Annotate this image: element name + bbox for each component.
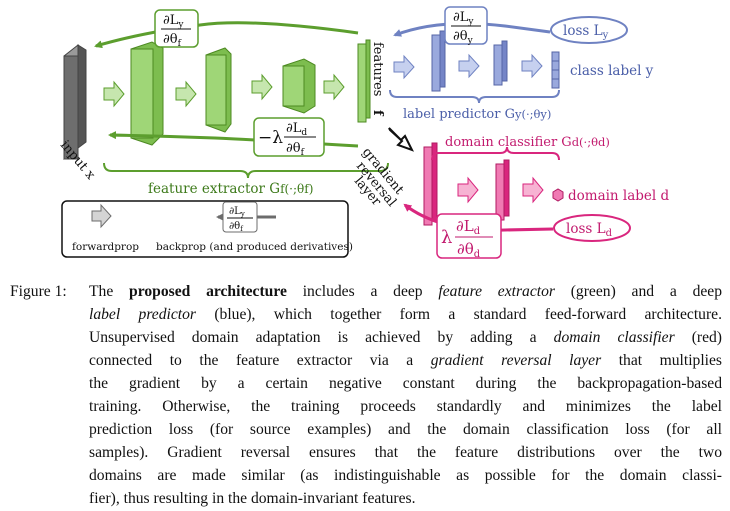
- loss-d-label: loss Ld: [566, 221, 613, 239]
- legend: forwardprop ∂Ly ∂θf backprop (and produc…: [61, 200, 353, 258]
- lp-brace: [389, 89, 560, 104]
- caption-line: fier), thus resulting in the domain-inva…: [89, 490, 416, 507]
- input-layer: [63, 43, 87, 161]
- lp-block-1: [431, 34, 441, 92]
- legend-backprop-label: backprop (and produced derivatives): [156, 241, 353, 253]
- caption-line: prediction loss (for source examples) an…: [89, 421, 722, 438]
- lp-forward-arrows: [393, 53, 543, 80]
- svg-text:∂Ld: ∂Ld: [286, 121, 307, 138]
- deriv-ly-thetaf: ∂Ly ∂θf: [154, 9, 199, 49]
- fe-label: feature extractor Gf(·;θf): [148, 181, 313, 197]
- architecture-diagram: input x features f feature extractor Gf(…: [57, 6, 670, 260]
- svg-text:∂θf: ∂θf: [229, 221, 244, 233]
- legend-forward-icon: [91, 203, 112, 229]
- svg-text:∂θd: ∂θd: [457, 240, 481, 260]
- dc-block-1: [423, 146, 433, 226]
- deriv-neglambda-ld-thetaf: −λ ∂Ld ∂θf: [253, 117, 325, 158]
- dc-brace: [431, 146, 560, 161]
- svg-text:∂θy: ∂θy: [453, 29, 474, 46]
- caption-line: domains are made similar (as indistingui…: [89, 467, 722, 484]
- fe-forward-arrows: [103, 73, 345, 108]
- features-label: features: [370, 42, 385, 96]
- label-predictor-blocks: [431, 30, 560, 92]
- dc-block-2: [495, 163, 505, 221]
- dc-label: domain classifier Gd(·;θd): [445, 135, 610, 150]
- svg-text:∂θf: ∂θf: [286, 141, 305, 158]
- domain-classifier-blocks: [423, 142, 564, 226]
- grl-arrow: [388, 127, 415, 152]
- caption-line: Unsupervised domain adaptation is achiev…: [89, 329, 723, 346]
- legend-forward-label: forwardprop: [72, 241, 139, 253]
- feature-vector: [357, 43, 367, 123]
- deriv-lambda-ld-thetad: λ ∂Ld ∂θd: [436, 213, 502, 260]
- svg-text:∂Ly: ∂Ly: [229, 206, 245, 218]
- lp-block-2: [493, 44, 503, 86]
- svg-text:∂Ld: ∂Ld: [456, 217, 481, 237]
- caption-line: connected to the feature extractor via a…: [89, 352, 722, 369]
- caption-line: The proposed architecture includes a dee…: [89, 283, 723, 300]
- deriv-ly-thetay: ∂Ly ∂θy: [444, 6, 488, 46]
- svg-text:∂θf: ∂θf: [163, 32, 182, 49]
- caption-line: samples). Gradient reversal ensures that…: [89, 444, 722, 461]
- dc-output: [552, 188, 564, 202]
- class-label: class label y: [570, 63, 654, 79]
- caption-label: Figure 1:: [10, 283, 67, 300]
- caption-line: the gradient by a certain negative const…: [89, 375, 722, 392]
- loss-d-ellipse: [553, 214, 631, 242]
- svg-text:∂Ly: ∂Ly: [453, 10, 474, 27]
- caption-line: training. Otherwise, the training procee…: [89, 398, 722, 415]
- feature-extractor-blocks: [130, 39, 371, 146]
- caption-line: label predictor (blue), which together f…: [89, 306, 722, 323]
- backprop-arrow-fe-top: [94, 21, 359, 49]
- lp-label: label predictor Gy(·;θy): [403, 107, 551, 122]
- svg-text:∂Ly: ∂Ly: [163, 13, 184, 30]
- domain-label: domain label d: [568, 188, 670, 204]
- svg-text:−λ: −λ: [258, 128, 283, 148]
- fe-brace: [103, 162, 389, 179]
- grl-label: gradient reversal layer: [351, 145, 407, 210]
- svg-text:λ: λ: [441, 227, 452, 248]
- features-f-label: f: [370, 110, 385, 117]
- loss-y-ellipse: [550, 16, 628, 44]
- dc-forward-arrows: [457, 176, 544, 204]
- loss-y-label: loss Ly: [563, 23, 609, 41]
